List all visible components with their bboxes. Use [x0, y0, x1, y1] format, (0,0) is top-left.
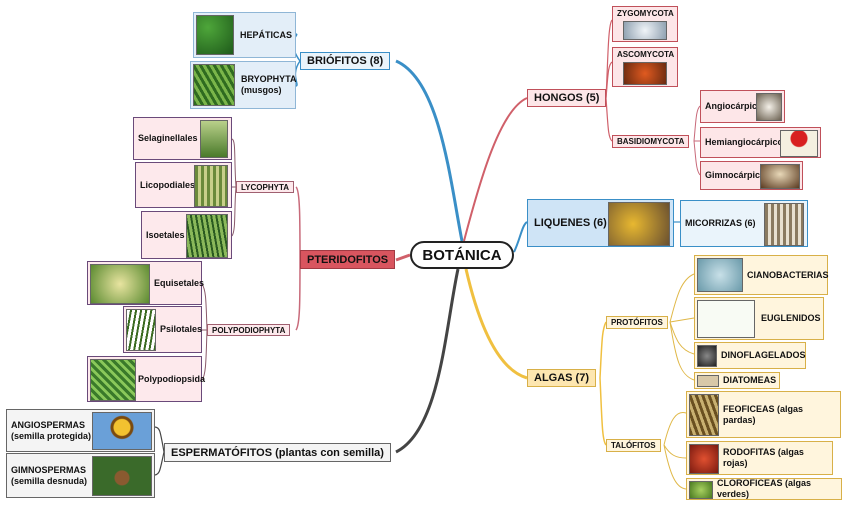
hepaticas-node[interactable]: HEPÁTICAS	[193, 12, 296, 58]
selaginellales-label: Selaginellales	[138, 133, 198, 143]
zygomycota-image	[623, 21, 667, 40]
angiospermas-image	[92, 412, 152, 450]
talofitos-node[interactable]: TALÓFITOS	[606, 439, 661, 452]
ascomycota-node[interactable]: ASCOMYCOTA	[612, 47, 678, 87]
zygomycota-label: ZYGOMYCOTA	[617, 9, 674, 18]
diatomeas-label: DIATOMEAS	[723, 375, 777, 385]
equisetales-label: Equisetales	[154, 277, 205, 288]
psilotales-node[interactable]: Psilotales	[123, 306, 202, 353]
euglenidos-image	[697, 300, 755, 338]
euglenidos-node[interactable]: EUGLENIDOS	[694, 297, 824, 340]
hepaticas-label: HEPÁTICAS	[240, 29, 293, 40]
psilotales-label: Psilotales	[160, 324, 203, 334]
liquenes-label: LIQUENES (6)	[534, 217, 607, 229]
lycophyta-node[interactable]: LYCOPHYTA	[236, 181, 295, 193]
isoetales-image	[186, 214, 228, 258]
gimnospermas-label: GIMNOSPERMAS (semilla desnuda)	[11, 464, 88, 486]
gimnospermas-image	[92, 456, 152, 496]
pteridofitos-node[interactable]: PTERIDOFITOS	[300, 250, 396, 269]
algas-node[interactable]: ALGAS (7)	[527, 369, 596, 387]
dinoflagelados-image	[697, 345, 717, 367]
feoficeas-node[interactable]: FEOFICEAS (algas pardas)	[686, 391, 841, 438]
bryophyta-image	[193, 64, 235, 106]
licopodiales-node[interactable]: Licopodiales	[135, 162, 232, 208]
rodofitas-image	[689, 444, 719, 474]
cloroficeas-label: CLOROFICEAS (algas verdes)	[717, 478, 812, 499]
licopodiales-image	[194, 165, 228, 207]
isoetales-label: Isoetales	[146, 229, 185, 240]
angiocarpico-node[interactable]: Angiocárpico	[700, 90, 785, 123]
gimnospermas-node[interactable]: GIMNOSPERMAS (semilla desnuda)	[6, 453, 155, 498]
cloroficeas-image	[689, 481, 713, 499]
polypodiopsida-image	[90, 359, 136, 401]
gimnocarpico-image	[760, 164, 800, 189]
euglenidos-label: EUGLENIDOS	[761, 313, 821, 323]
cianobacterias-label: CIANOBACTERIAS	[747, 269, 829, 280]
hemiangiocarpico-node[interactable]: Hemiangiocárpico	[700, 127, 821, 158]
bryophyta-label: BRYOPHYTA (musgos)	[241, 74, 297, 95]
hemiangiocarpico-label: Hemiangiocárpico	[705, 137, 784, 147]
rodofitas-label: RODOFITAS (algas rojas)	[723, 447, 804, 468]
bryophyta-node[interactable]: BRYOPHYTA (musgos)	[190, 61, 296, 109]
gimnocarpico-label: Gimnocárpico	[705, 170, 766, 180]
angiocarpico-image	[756, 93, 782, 121]
dinoflagelados-node[interactable]: DINOFLAGELADOS	[694, 342, 806, 369]
angiospermas-label: ANGIOSPERMAS (semilla protegida)	[11, 419, 92, 441]
protofitos-node[interactable]: PROTÓFITOS	[606, 316, 668, 329]
liquenes-image	[608, 202, 670, 246]
liquenes-node[interactable]: LIQUENES (6)	[527, 199, 674, 247]
espermatofitos-node[interactable]: ESPERMATÓFITOS (plantas con semilla)	[164, 443, 391, 462]
hongos-node[interactable]: HONGOS (5)	[527, 89, 607, 107]
center-node[interactable]: BOTÁNICA	[410, 241, 514, 269]
selaginellales-image	[200, 120, 228, 158]
dinoflagelados-label: DINOFLAGELADOS	[721, 350, 806, 360]
hepaticas-image	[196, 15, 234, 55]
cloroficeas-node[interactable]: CLOROFICEAS (algas verdes)	[686, 478, 842, 500]
cianobacterias-node[interactable]: CIANOBACTERIAS	[694, 255, 829, 295]
licopodiales-label: Licopodiales	[140, 179, 196, 190]
briofitos-node[interactable]: BRIÓFITOS (8)	[300, 52, 391, 70]
hemiangiocarpico-image	[780, 130, 818, 157]
micorrizas-label: MICORRIZAS (6)	[685, 218, 756, 228]
basidiomycota-node[interactable]: BASIDIOMYCOTA	[612, 135, 690, 148]
rodofitas-node[interactable]: RODOFITAS (algas rojas)	[686, 441, 833, 475]
isoetales-node[interactable]: Isoetales	[141, 211, 232, 259]
cianobacterias-image	[697, 258, 743, 292]
feoficeas-label: FEOFICEAS (algas pardas)	[723, 403, 804, 425]
polypodiophyta-node[interactable]: POLYPODIOPHYTA	[207, 324, 291, 336]
polypodiopsida-label: Polypodiopsida	[138, 373, 206, 384]
feoficeas-image	[689, 394, 719, 436]
diatomeas-image	[697, 375, 719, 387]
equisetales-image	[90, 264, 150, 304]
diatomeas-node[interactable]: DIATOMEAS	[694, 372, 780, 389]
equisetales-node[interactable]: Equisetales	[87, 261, 204, 305]
zygomycota-node[interactable]: ZYGOMYCOTA	[612, 6, 678, 42]
micorrizas-node[interactable]: MICORRIZAS (6)	[680, 200, 808, 247]
micorrizas-image	[764, 203, 804, 246]
selaginellales-node[interactable]: Selaginellales	[133, 117, 232, 160]
polypodiopsida-node[interactable]: Polypodiopsida	[87, 356, 205, 402]
ascomycota-image	[623, 62, 667, 85]
angiocarpico-label: Angiocárpico	[705, 101, 763, 111]
angiospermas-node[interactable]: ANGIOSPERMAS (semilla protegida)	[6, 409, 155, 452]
gimnocarpico-node[interactable]: Gimnocárpico	[700, 161, 803, 190]
psilotales-image	[126, 309, 156, 351]
ascomycota-label: ASCOMYCOTA	[617, 50, 675, 59]
